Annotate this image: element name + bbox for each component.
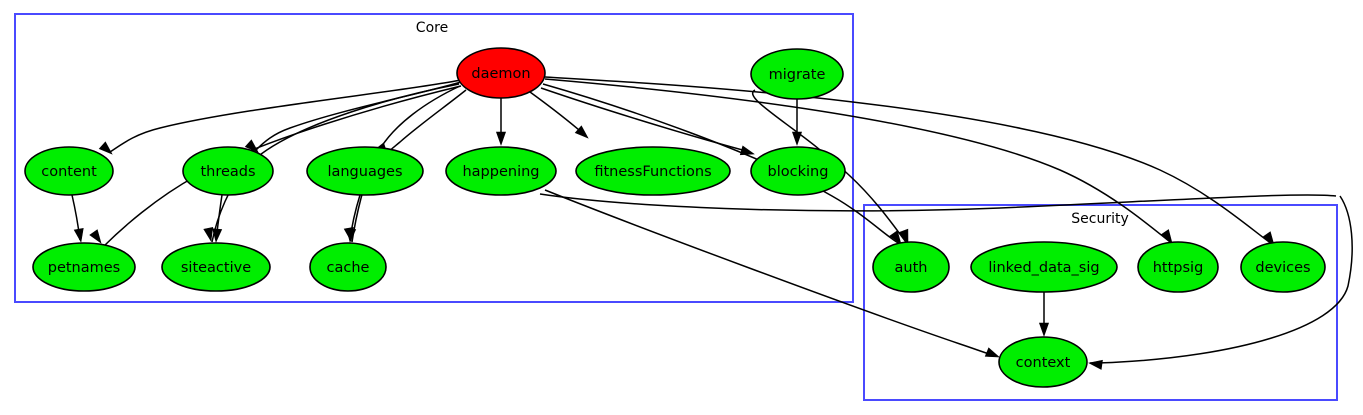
arrow-to-siteactive-d — [203, 226, 214, 242]
edge-daemon-to-languages — [385, 89, 467, 155]
arrow-to-context-right — [1088, 359, 1103, 370]
edge-daemon-to-content — [109, 79, 462, 153]
arrow-to-blocking-daemon — [739, 145, 755, 156]
arrow-to-petnames — [89, 229, 102, 244]
arrow-to-auth-migrate — [898, 228, 909, 244]
cluster-label-security: Security — [1071, 211, 1129, 227]
node-threads[interactable]: threads — [182, 146, 274, 196]
node-shape-httpsig[interactable] — [1137, 241, 1219, 293]
node-auth[interactable]: auth — [872, 241, 950, 293]
arrow-to-happening — [495, 131, 507, 146]
node-shape-fitnessFunctions[interactable] — [575, 146, 731, 196]
node-shape-threads[interactable] — [182, 146, 274, 196]
cluster-label-core: Core — [416, 20, 448, 36]
node-shape-blocking[interactable] — [750, 146, 846, 196]
edge-daemon-to-blocking — [540, 87, 751, 153]
edge-daemon-to-httpsig — [544, 78, 1171, 243]
arrow-to-cache-lang — [346, 228, 357, 243]
node-blocking[interactable]: blocking — [750, 146, 846, 196]
arrow-to-petnames-content — [73, 228, 84, 243]
node-shape-auth[interactable] — [872, 241, 950, 293]
edge-daemon-to-devices — [544, 76, 1273, 245]
node-shape-languages[interactable] — [306, 146, 424, 196]
node-shape-petnames[interactable] — [32, 242, 136, 292]
node-shape-happening[interactable] — [445, 146, 557, 196]
node-shape-context[interactable] — [998, 336, 1088, 388]
node-shape-daemon[interactable] — [456, 47, 546, 99]
node-siteactive[interactable]: siteactive — [161, 242, 271, 292]
node-shape-devices[interactable] — [1240, 241, 1326, 293]
arrow-to-httpsig — [1160, 229, 1173, 244]
node-devices[interactable]: devices — [1240, 241, 1326, 293]
node-shape-cache[interactable] — [309, 242, 387, 292]
cluster-border-core — [14, 13, 854, 303]
node-linked_data_sig[interactable]: linked_data_sig — [970, 241, 1118, 293]
node-shape-content[interactable] — [24, 146, 114, 196]
arrow-to-devices — [1262, 231, 1275, 246]
cluster-security: Security — [863, 204, 1338, 401]
cluster-border-security — [863, 204, 1338, 401]
node-content[interactable]: content — [24, 146, 114, 196]
edge-daemon-to-siteactive — [211, 83, 460, 243]
arrow-to-context-happening — [984, 347, 1000, 358]
arrowhead-layer — [73, 125, 1275, 370]
node-shape-migrate[interactable] — [750, 48, 844, 100]
arrow-to-siteactive-thr — [212, 228, 223, 243]
arrow-to-blocking-migrate — [791, 131, 803, 146]
arrow-to-context-lds — [1038, 322, 1050, 337]
node-petnames[interactable]: petnames — [32, 242, 136, 292]
node-layer: daemon migrate content threads languages happ… — [24, 47, 1326, 388]
cluster-core: Core — [14, 13, 854, 303]
edge-layer — [71, 76, 1353, 364]
edge-blocking-to-context — [1089, 195, 1353, 364]
node-happening[interactable]: happening — [445, 146, 557, 196]
edge-happening-to-context — [544, 189, 997, 357]
edge-daemon-to-fitnessFunctions — [529, 91, 587, 137]
arrow-to-threads — [244, 139, 259, 153]
node-daemon[interactable]: daemon — [456, 47, 546, 99]
node-cache[interactable]: cache — [309, 242, 387, 292]
node-migrate[interactable]: migrate — [750, 48, 844, 100]
node-context[interactable]: context — [998, 336, 1088, 388]
node-httpsig[interactable]: httpsig — [1137, 241, 1219, 293]
node-fitnessFunctions[interactable]: fitnessFunctions — [575, 146, 731, 196]
node-shape-linked_data_sig[interactable] — [970, 241, 1118, 293]
node-languages[interactable]: languages — [306, 146, 424, 196]
arrow-to-auth-daemon — [889, 230, 902, 245]
node-shape-siteactive[interactable] — [161, 242, 271, 292]
edge-daemon-to-threads — [255, 81, 462, 151]
arrow-to-fitnessFunctions — [574, 125, 589, 139]
edge-blocking-src-to-context — [539, 193, 1337, 212]
arrow-to-content — [98, 141, 113, 155]
